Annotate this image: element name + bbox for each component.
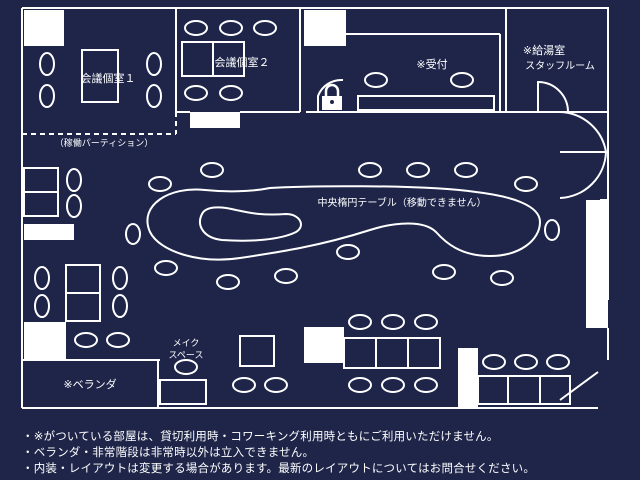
meeting-room-1 xyxy=(39,49,162,108)
notes: ・※がついている部屋は、貸切利用時・コワーキング利用時ともにご利用いただけません… xyxy=(22,428,632,476)
makeup-space-label-line1: メイク xyxy=(173,338,200,349)
partition-label: （稼働パーティション） xyxy=(55,137,153,149)
central-table-label: 中央楕円テーブル（移動できません） xyxy=(317,196,486,209)
meeting-room-2-label: 会議個室２ xyxy=(215,55,270,69)
lock-icon xyxy=(322,83,342,110)
makeup-space xyxy=(159,359,207,405)
note-3: ・内装・レイアウトは変更する場合があります。最新のレイアウトについてはお問合せく… xyxy=(22,461,536,475)
veranda-label: ※ベランダ xyxy=(63,377,116,391)
kitchen-label: ※給湯室 xyxy=(523,43,565,57)
meeting-room-1-label: 会議個室１ xyxy=(81,71,136,85)
note-1: ・※がついている部屋は、貸切利用時・コワーキング利用時ともにご利用いただけません… xyxy=(22,429,499,443)
doors xyxy=(537,80,608,401)
pillars xyxy=(24,10,608,408)
bottom-tables xyxy=(232,314,571,405)
left-tables xyxy=(23,167,130,348)
note-2: ・ベランダ・非常階段は非常時以外は立入できません。 xyxy=(22,445,315,459)
staff-room-label: スタッフルーム xyxy=(525,60,595,72)
central-oval-table xyxy=(125,162,560,290)
reception xyxy=(317,72,495,112)
makeup-space-label-line2: スペース xyxy=(169,351,204,361)
reception-label: ※受付 xyxy=(416,58,447,71)
meeting-room-2 xyxy=(181,20,277,101)
